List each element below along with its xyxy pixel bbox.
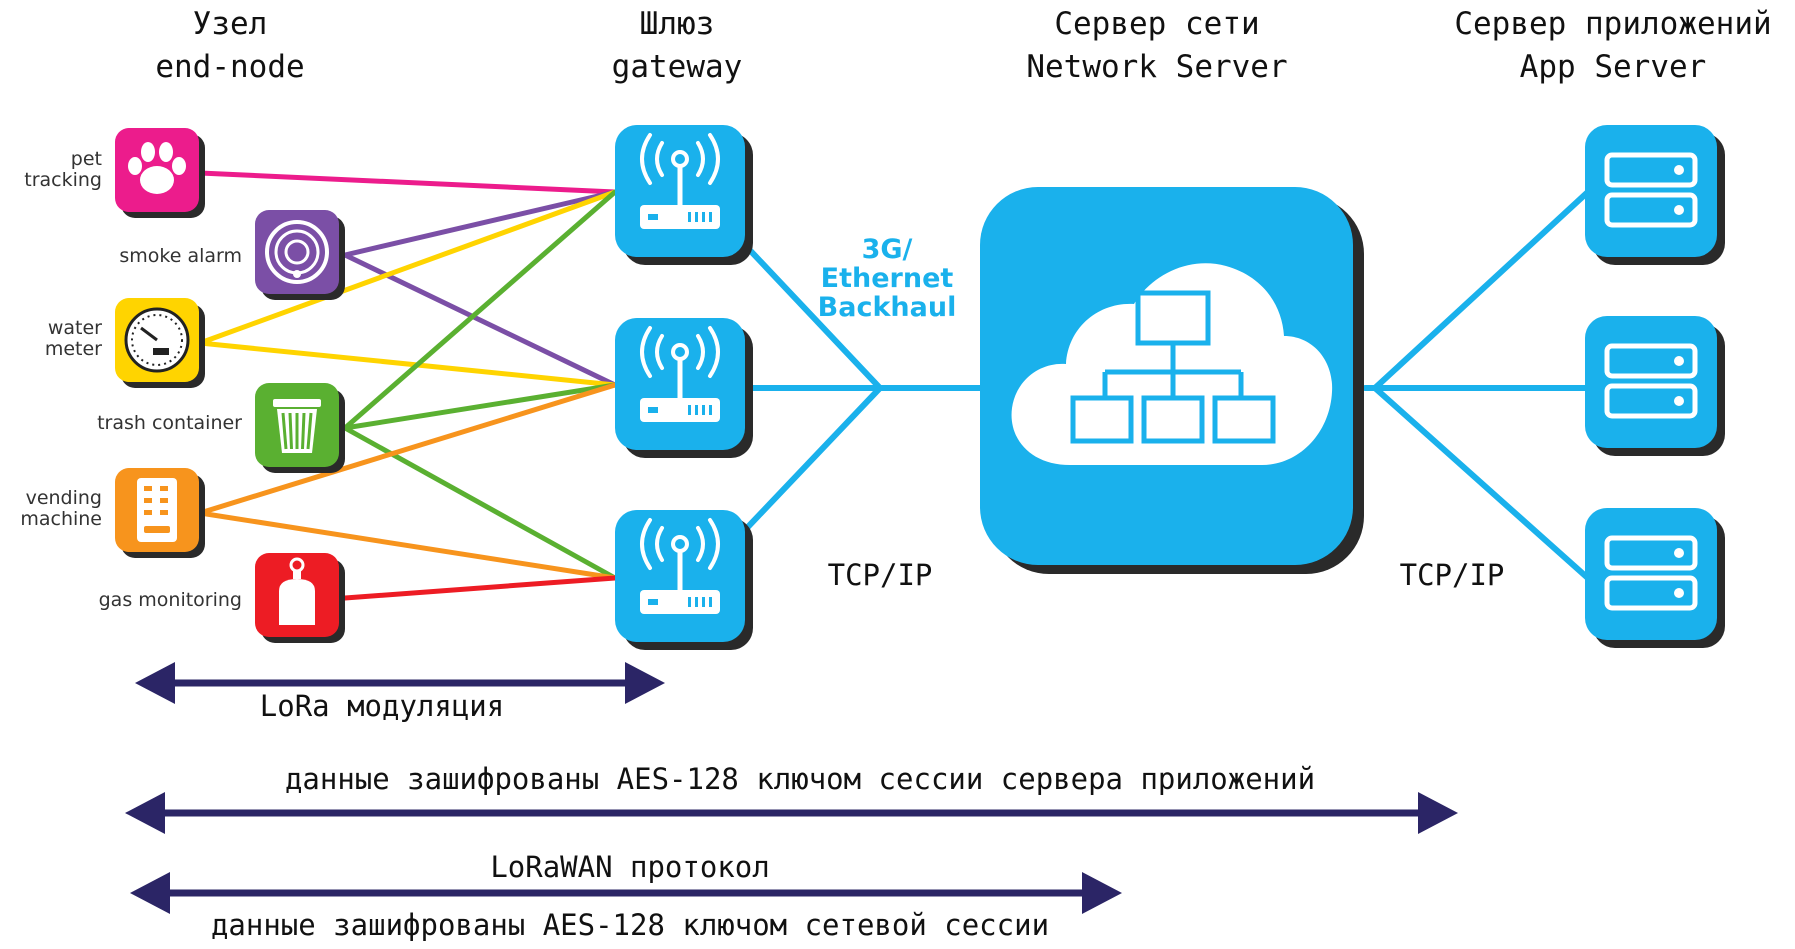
water-meter-icon — [124, 307, 190, 373]
header-gateway-line1: Шлюз — [640, 6, 715, 42]
label-vending-line2: machine — [20, 508, 102, 530]
gateway-icon — [640, 326, 720, 422]
link-gw3-hub — [742, 385, 883, 533]
paw-icon — [128, 142, 186, 194]
trash-icon — [273, 399, 321, 453]
range-lorawan: LoRaWAN протокол данные зашифрованы AES-… — [130, 850, 1122, 942]
label-gas: gas monitoring — [99, 589, 242, 611]
tcp-ip-left-label: TCP/IP — [828, 558, 933, 592]
link-smoke-gw1 — [342, 189, 618, 258]
smoke-alarm-icon — [265, 220, 329, 284]
gas-cylinder-icon — [279, 557, 315, 625]
tcp-ip-right-label: TCP/IP — [1400, 558, 1505, 592]
range-lorawan-arrow-left — [130, 872, 170, 914]
range-lora-label: LoRa модуляция — [260, 689, 504, 723]
app-server-1 — [1585, 125, 1725, 265]
header-network-server-line2: Network Server — [1026, 49, 1287, 85]
header-app-server-line1: Сервер приложений — [1454, 6, 1771, 42]
gateway-1 — [615, 125, 753, 265]
server-icon — [1604, 152, 1698, 228]
range-lorawan-label: LoRaWAN протокол — [490, 850, 769, 884]
gateways — [615, 125, 753, 650]
backhaul-label: 3G/ Ethernet Backhaul — [818, 234, 957, 323]
label-pet-line2: tracking — [24, 169, 102, 191]
link-trash-gw2 — [342, 382, 618, 431]
backhaul-line2: Ethernet — [821, 263, 954, 294]
device-tile-5 — [255, 553, 345, 643]
range-lora-arrow-left — [135, 662, 175, 704]
vending-machine-icon — [137, 478, 177, 542]
header-network-server: Сервер сети Network Server — [1026, 6, 1287, 85]
link-hub-app3 — [1372, 385, 1593, 583]
link-hub-app1 — [1372, 187, 1593, 391]
app-server-2 — [1585, 316, 1725, 456]
label-water-line2: meter — [45, 338, 102, 360]
link-trash-gw1 — [342, 189, 618, 431]
label-water-line1: water — [48, 317, 102, 339]
cloud-network-icon — [1011, 263, 1333, 465]
header-gateway: Шлюз gateway — [612, 6, 743, 85]
device-tile-4 — [115, 468, 205, 558]
label-vending-line1: vending — [26, 487, 102, 509]
range-lora: LoRa модуляция — [135, 662, 665, 723]
header-end-node-line2: end-node — [155, 49, 304, 85]
header-end-node-line1: Узел — [193, 6, 268, 42]
link-vending-gw3 — [197, 510, 618, 581]
device-labels: pet tracking smoke alarm water meter tra… — [20, 148, 242, 611]
header-end-node: Узел end-node — [155, 6, 304, 85]
range-app-session: данные зашифрованы AES-128 ключом сессии… — [125, 762, 1458, 834]
label-pet-line1: pet — [71, 148, 102, 170]
gateway-2 — [615, 318, 753, 458]
link-vending-gw2 — [197, 382, 618, 516]
range-lora-arrow-right — [625, 662, 665, 704]
range-app-session-arrow-right — [1418, 792, 1458, 834]
label-smoke: smoke alarm — [119, 245, 242, 267]
link-water-gw1 — [197, 189, 618, 346]
app-server-3 — [1585, 508, 1725, 648]
device-gateway-links — [197, 170, 618, 601]
range-lorawan-arrow-right — [1082, 872, 1122, 914]
link-water-gw2 — [197, 340, 618, 388]
network-server — [980, 187, 1364, 574]
server-icon — [1604, 535, 1698, 611]
device-tile-3 — [255, 383, 345, 473]
link-smoke-gw2 — [342, 252, 618, 388]
link-gas-gw3 — [342, 575, 618, 601]
backhaul-line3: Backhaul — [818, 292, 957, 323]
server-icon — [1604, 343, 1698, 419]
range-app-session-arrow-left — [125, 792, 165, 834]
range-app-session-label: данные зашифрованы AES-128 ключом сессии… — [285, 762, 1315, 796]
header-gateway-line2: gateway — [612, 49, 743, 85]
header-network-server-line1: Сервер сети — [1054, 6, 1259, 42]
range-net-session-label: данные зашифрованы AES-128 ключом сетево… — [211, 908, 1049, 942]
device-tile-2 — [115, 298, 205, 388]
gateway-3 — [615, 510, 753, 650]
gateway-icon — [640, 518, 720, 614]
header-app-server: Сервер приложений App Server — [1454, 6, 1771, 85]
device-tile-0 — [115, 128, 205, 218]
link-gw1-hub — [742, 242, 883, 391]
link-pet-gw1 — [197, 170, 618, 195]
backhaul-line1: 3G/ — [862, 234, 913, 265]
gateway-icon — [640, 133, 720, 229]
label-trash: trash container — [97, 412, 242, 434]
device-tile-1 — [255, 210, 345, 300]
header-app-server-line2: App Server — [1520, 49, 1707, 85]
app-servers — [1585, 125, 1725, 648]
end-node-devices — [115, 128, 345, 643]
backhaul-links — [742, 187, 1593, 583]
